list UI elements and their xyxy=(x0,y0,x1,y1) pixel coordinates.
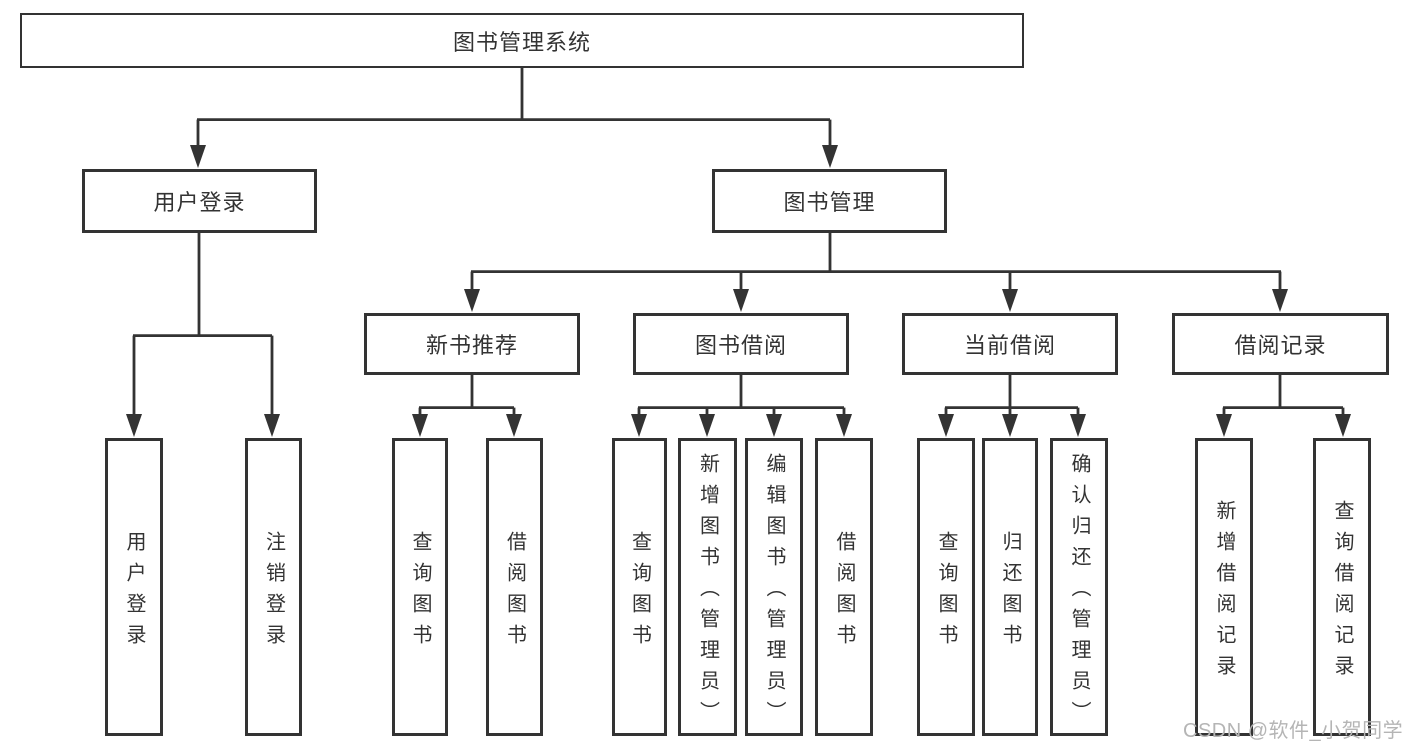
node-label: 图书借阅 xyxy=(694,333,787,358)
leaf-logout: 注销登录 xyxy=(245,438,302,736)
leaf-borrow-books: 借阅图书 xyxy=(486,438,543,736)
node-borrowing-records: 借阅记录 xyxy=(1172,313,1389,375)
arrow-down-icon xyxy=(631,414,647,437)
node-label: 借阅图书 xyxy=(503,530,526,655)
arrow-down-icon xyxy=(506,414,522,437)
leaf-borrow-books: 借阅图书 xyxy=(815,438,873,736)
arrow-down-icon xyxy=(1335,414,1351,437)
leaf-query-books: 查询图书 xyxy=(392,438,448,736)
node-label: 编辑图书（管理员） xyxy=(763,453,785,732)
node-label: 查询图书 xyxy=(409,530,431,655)
node-label: 借阅图书 xyxy=(833,530,855,655)
node-label: 查询借阅记录 xyxy=(1331,499,1353,686)
leaf-query-borrow-record: 查询借阅记录 xyxy=(1313,438,1371,736)
arrow-down-icon xyxy=(836,414,852,437)
node-label: 查询图书 xyxy=(628,530,651,655)
node-label: 注销登录 xyxy=(262,530,285,655)
arrow-down-icon xyxy=(938,414,954,437)
node-current-borrowing: 当前借阅 xyxy=(902,313,1118,375)
tree-branch-lines xyxy=(132,68,1345,417)
node-label: 借阅记录 xyxy=(1234,333,1327,358)
arrow-down-icon xyxy=(766,414,782,437)
node-label: 图书管理 xyxy=(783,190,876,215)
node-label: 新增图书（管理员） xyxy=(696,453,719,732)
arrow-down-icon xyxy=(733,289,749,312)
leaf-return-books: 归还图书 xyxy=(982,438,1038,736)
node-label: 当前借阅 xyxy=(963,333,1056,358)
csdn-watermark: CSDN @软件_小贺同学 xyxy=(1183,720,1404,742)
leaf-query-books: 查询图书 xyxy=(612,438,667,736)
node-book-borrowing: 图书借阅 xyxy=(633,313,849,375)
arrow-down-icon xyxy=(1070,414,1086,437)
leaf-add-borrow-record: 新增借阅记录 xyxy=(1195,438,1253,736)
node-user-login: 用户登录 xyxy=(82,169,317,233)
arrow-down-icon xyxy=(126,414,142,437)
arrow-down-icon xyxy=(190,145,206,168)
leaf-add-book-admin: 新增图书（管理员） xyxy=(678,438,737,736)
node-label: 新增借阅记录 xyxy=(1213,499,1235,686)
arrow-down-icon xyxy=(699,414,715,437)
node-label: 新书推荐 xyxy=(425,333,518,358)
arrow-down-icon xyxy=(264,414,280,437)
leaf-query-books: 查询图书 xyxy=(917,438,975,736)
node-label: 用户登录 xyxy=(153,190,246,215)
arrowheads xyxy=(126,145,1351,437)
arrow-down-icon xyxy=(1216,414,1232,437)
arrow-down-icon xyxy=(1002,289,1018,312)
arrow-down-icon xyxy=(822,145,838,168)
node-book-management: 图书管理 xyxy=(712,169,947,233)
node-new-book-recommendation: 新书推荐 xyxy=(364,313,580,375)
node-label: 查询图书 xyxy=(935,530,957,655)
arrow-down-icon xyxy=(464,289,480,312)
node-label: 确认归还（管理员） xyxy=(1068,453,1090,732)
arrow-down-icon xyxy=(412,414,428,437)
leaf-confirm-return-admin: 确认归还（管理员） xyxy=(1050,438,1108,736)
node-label: 用户登录 xyxy=(123,530,145,655)
leaf-edit-book-admin: 编辑图书（管理员） xyxy=(745,438,803,736)
node-label: 图书管理系统 xyxy=(452,29,591,55)
arrow-down-icon xyxy=(1272,289,1288,312)
node-label: 归还图书 xyxy=(999,530,1021,655)
arrow-down-icon xyxy=(1002,414,1018,437)
node-library-management-system: 图书管理系统 xyxy=(20,13,1024,68)
leaf-user-login: 用户登录 xyxy=(105,438,163,736)
